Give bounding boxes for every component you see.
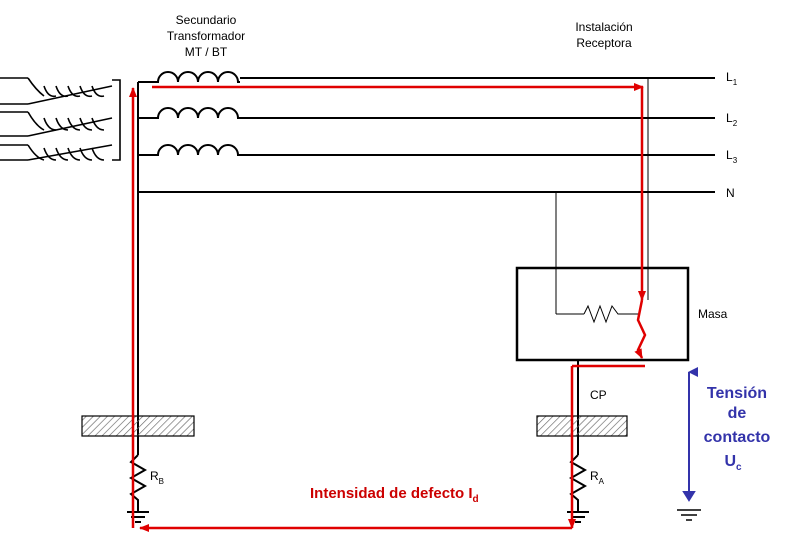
installation-label: Instalación Receptora [575, 20, 632, 50]
contact-voltage-arrow [682, 367, 698, 502]
label-rb: RB [150, 469, 164, 486]
installation-label-2: Receptora [576, 36, 632, 50]
transformer-label-3: MT / BT [185, 45, 228, 59]
label-l3: L3 [726, 148, 738, 165]
label-cp: CP [590, 388, 607, 402]
installation-label-1: Instalación [575, 20, 632, 34]
distribution-lines [138, 77, 715, 193]
label-masa: Masa [698, 307, 728, 321]
neutral-earth-conductor [127, 192, 149, 523]
transformer-label: Secundario Transformador MT / BT [167, 13, 245, 59]
primary-winding [0, 77, 121, 161]
secondary-windings [137, 71, 240, 192]
masa-enclosure [515, 266, 690, 362]
reference-earth-symbol [677, 509, 701, 521]
contact-voltage-line-3: contacto [704, 429, 771, 446]
label-l1: L1 [726, 70, 738, 87]
label-ra: RA [590, 469, 605, 486]
soil-right [536, 415, 628, 437]
contact-voltage-symbol: Uc [724, 453, 742, 473]
receiver-wiring [555, 78, 649, 324]
contact-voltage-line-1: Tensión [707, 385, 767, 402]
transformer-label-1: Secundario [176, 13, 237, 27]
contact-voltage-line-2: de [728, 405, 747, 422]
fault-current-path [129, 83, 647, 532]
soil-left [81, 415, 195, 437]
protective-conductor [567, 360, 589, 523]
fault-current-label: Intensidad de defecto Id [310, 485, 479, 505]
label-neutral: N [726, 186, 735, 200]
contact-voltage-label: Tensión de contacto Uc [704, 385, 771, 473]
transformer-label-2: Transformador [167, 29, 245, 43]
label-l2: L2 [726, 111, 738, 128]
